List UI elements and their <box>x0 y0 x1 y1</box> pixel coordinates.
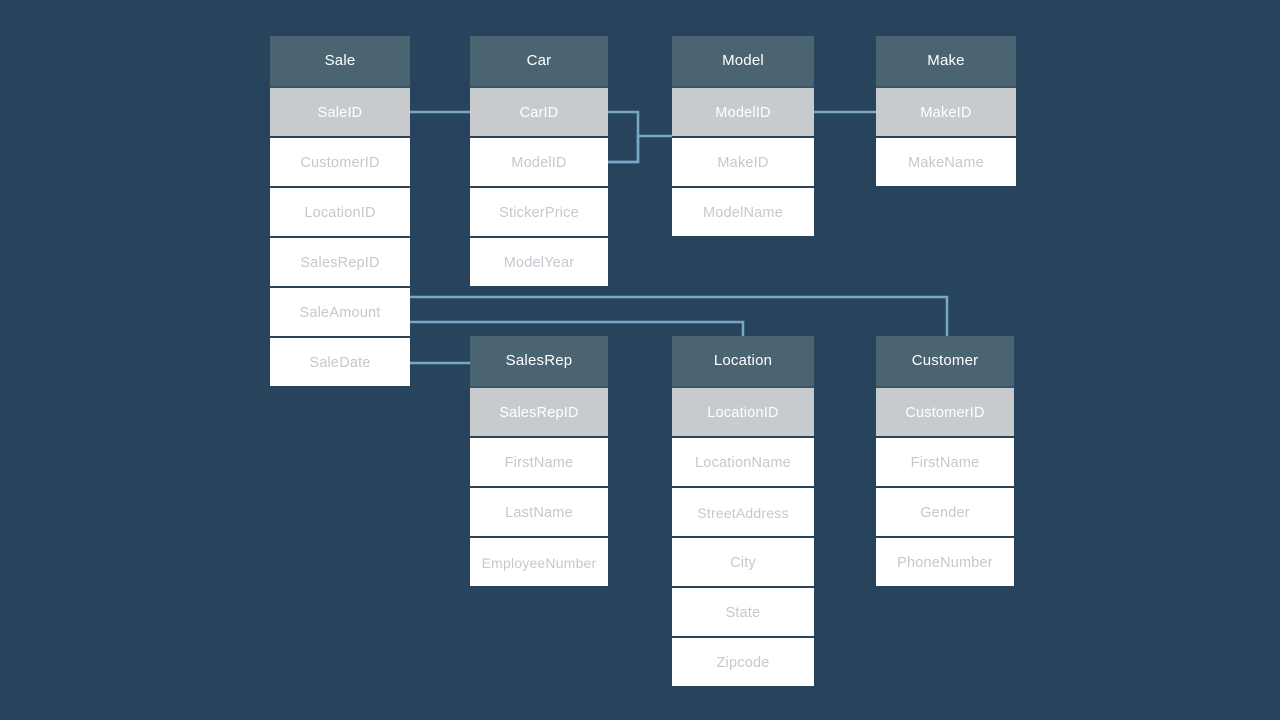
connector-sale-location <box>408 320 745 338</box>
primary-key-field-location-0[interactable]: LocationID <box>672 386 814 436</box>
field-salesrep-2[interactable]: LastName <box>470 486 608 536</box>
field-sale-5[interactable]: SaleDate <box>270 336 410 386</box>
field-salesrep-3[interactable]: EmployeeNumber <box>470 536 608 586</box>
entity-title-location: Location <box>672 336 814 386</box>
primary-key-field-model-0[interactable]: ModelID <box>672 86 814 136</box>
field-customer-2[interactable]: Gender <box>876 486 1014 536</box>
entity-title-make: Make <box>876 36 1016 86</box>
field-sale-1[interactable]: CustomerID <box>270 136 410 186</box>
field-salesrep-1[interactable]: FirstName <box>470 436 608 486</box>
primary-key-field-sale-0[interactable]: SaleID <box>270 86 410 136</box>
connector-sale-customer <box>408 295 949 338</box>
field-model-2[interactable]: ModelName <box>672 186 814 236</box>
entity-title-sale: Sale <box>270 36 410 86</box>
field-customer-3[interactable]: PhoneNumber <box>876 536 1014 586</box>
connector-car-model <box>606 134 674 164</box>
field-car-1[interactable]: ModelID <box>470 136 608 186</box>
field-sale-2[interactable]: LocationID <box>270 186 410 236</box>
field-car-3[interactable]: ModelYear <box>470 236 608 286</box>
field-location-1[interactable]: LocationName <box>672 436 814 486</box>
field-sale-3[interactable]: SalesRepID <box>270 236 410 286</box>
entity-title-customer: Customer <box>876 336 1014 386</box>
field-sale-4[interactable]: SaleAmount <box>270 286 410 336</box>
field-customer-1[interactable]: FirstName <box>876 436 1014 486</box>
primary-key-field-car-0[interactable]: CarID <box>470 86 608 136</box>
primary-key-field-customer-0[interactable]: CustomerID <box>876 386 1014 436</box>
entity-title-salesrep: SalesRep <box>470 336 608 386</box>
entity-title-car: Car <box>470 36 608 86</box>
field-car-2[interactable]: StickerPrice <box>470 186 608 236</box>
field-location-2[interactable]: StreetAddress <box>672 486 814 536</box>
field-model-1[interactable]: MakeID <box>672 136 814 186</box>
field-location-3[interactable]: City <box>672 536 814 586</box>
field-location-5[interactable]: Zipcode <box>672 636 814 686</box>
primary-key-field-salesrep-0[interactable]: SalesRepID <box>470 386 608 436</box>
primary-key-field-make-0[interactable]: MakeID <box>876 86 1016 136</box>
field-location-4[interactable]: State <box>672 586 814 636</box>
field-make-1[interactable]: MakeName <box>876 136 1016 186</box>
entity-title-model: Model <box>672 36 814 86</box>
